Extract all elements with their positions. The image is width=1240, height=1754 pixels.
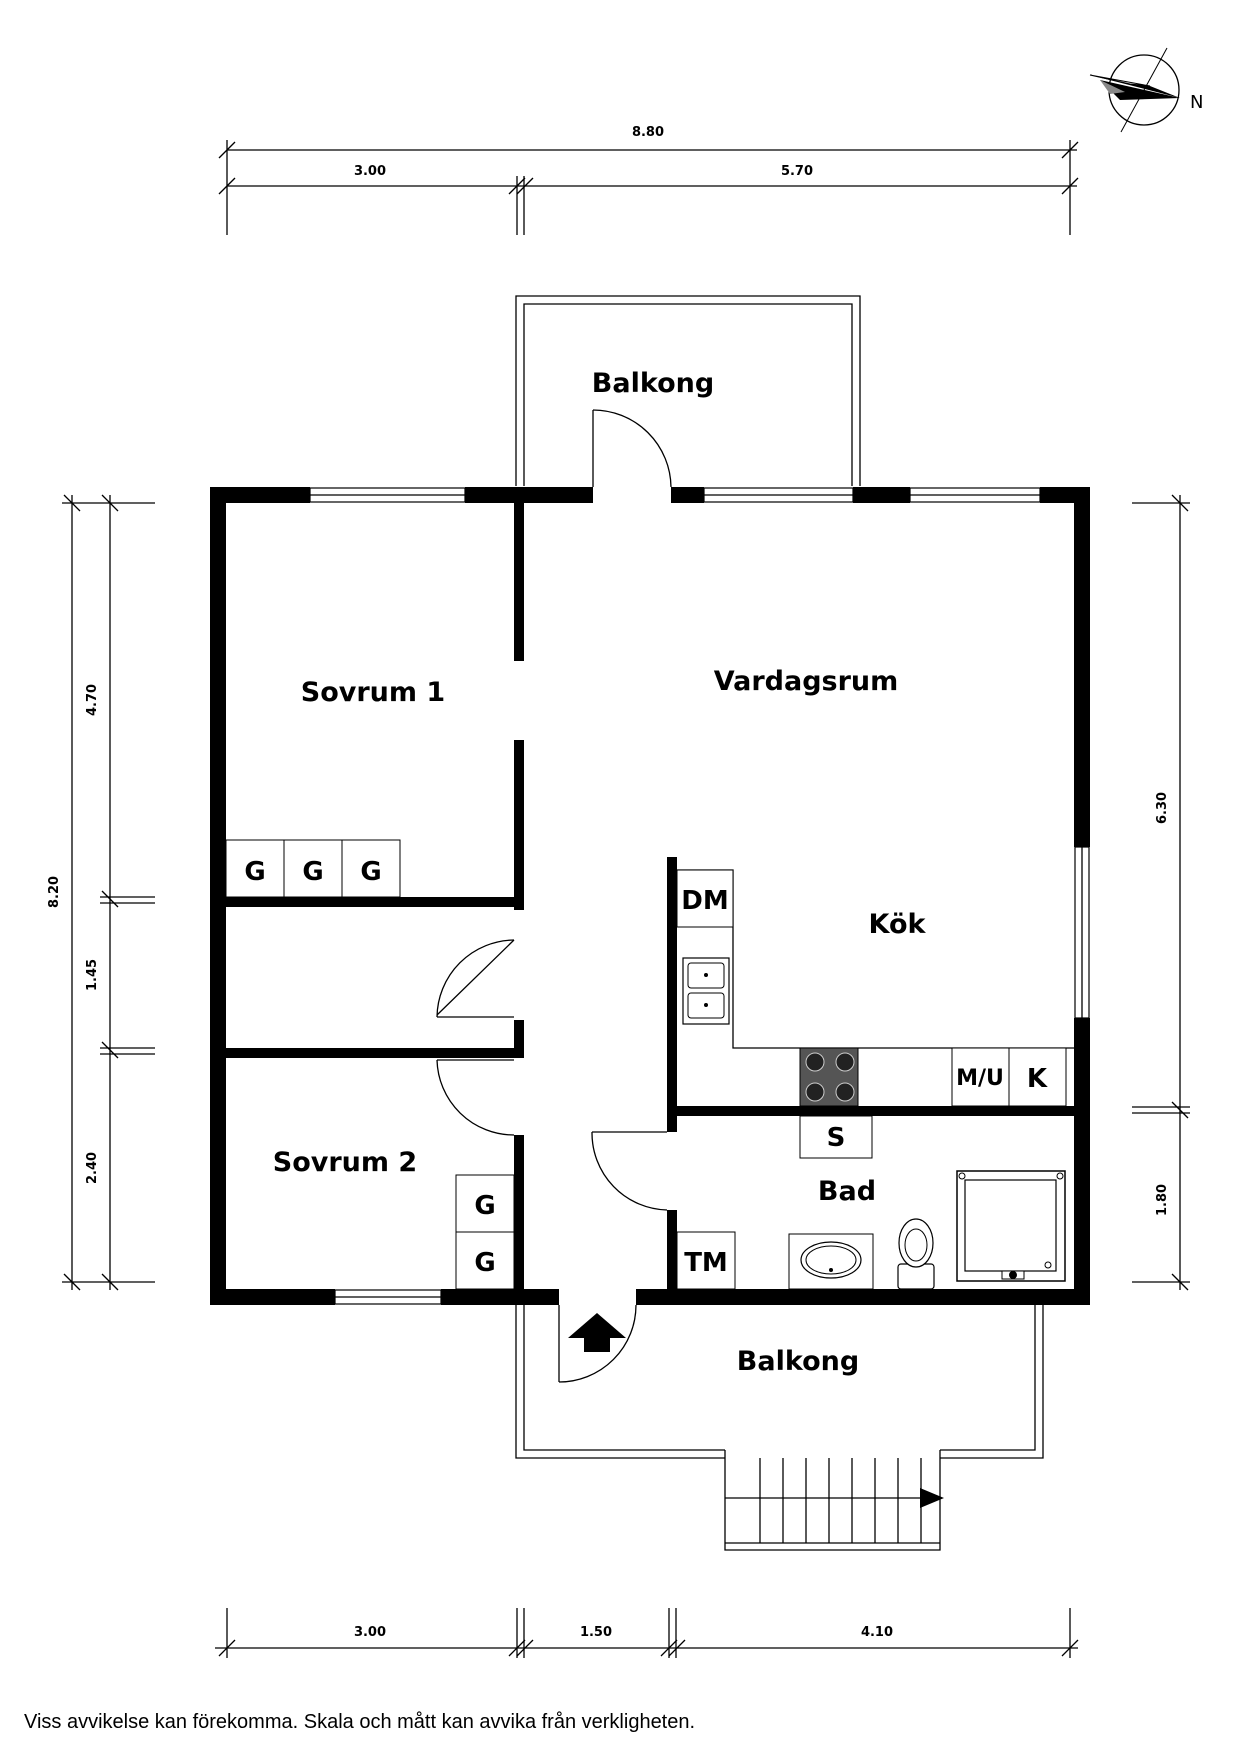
room-label-bedroom2: Sovrum 2 [273, 1147, 417, 1178]
microwave-label: M/U [956, 1066, 1004, 1091]
stove-icon [799, 1047, 859, 1107]
wardrobe-label: G [474, 1191, 495, 1221]
wardrobe-bedroom2: G G [455, 1174, 515, 1290]
washbasin-icon [788, 1233, 874, 1290]
dim-bottom-left: 3.00 [354, 1625, 386, 1640]
dim-top-right: 5.70 [781, 164, 813, 179]
disclaimer-text: Viss avvikelse kan förekomma. Skala och … [24, 1711, 696, 1733]
doors [436, 409, 672, 1383]
room-label-balcony-bottom: Balkong [737, 1346, 859, 1377]
dim-bottom-middle: 1.50 [580, 1625, 612, 1640]
kitchen-sink-icon [682, 957, 730, 1025]
stairs [725, 1458, 944, 1543]
room-label-kitchen: Kök [869, 909, 927, 940]
dishwasher-label: DM [681, 886, 728, 916]
room-label-living-room: Vardagsrum [714, 666, 899, 697]
bottom-dimensions: 3.00 1.50 4.10 [215, 1608, 1079, 1658]
windows [309, 487, 1090, 1305]
washer-label: TM [684, 1248, 728, 1278]
dim-top-left: 3.00 [354, 164, 386, 179]
left-dimensions: 8.20 4.70 1.45 2.40 [47, 494, 155, 1291]
right-dimensions: 6.30 1.80 [1132, 494, 1190, 1291]
top-balcony [515, 295, 861, 486]
entrance-arrow-icon [568, 1313, 626, 1352]
fridge-label: K [1027, 1064, 1048, 1094]
kitchen-counter: DM M/U K [676, 869, 1074, 1107]
dim-right-bottom: 1.80 [1155, 1184, 1170, 1216]
wardrobe-bedroom1: G G G [225, 839, 401, 898]
wardrobe-label: G [474, 1248, 495, 1278]
dim-top-total: 8.80 [632, 125, 664, 140]
bathroom-fixtures: S TM [676, 1115, 1066, 1290]
stair-arrow-icon [920, 1488, 944, 1508]
wardrobe-label: G [360, 857, 381, 887]
north-label: N [1190, 92, 1203, 113]
wardrobe-label: G [244, 857, 265, 887]
room-label-bedroom1: Sovrum 1 [301, 677, 445, 708]
cabinet-label: S [827, 1123, 846, 1153]
bottom-balcony [515, 1300, 1044, 1551]
dim-left-total: 8.20 [47, 876, 62, 908]
room-label-bathroom: Bad [818, 1176, 876, 1207]
top-dimensions: 8.80 3.00 5.70 [218, 125, 1079, 235]
dim-left-top: 4.70 [85, 684, 100, 716]
shower-icon [956, 1170, 1066, 1282]
room-label-balcony-top: Balkong [592, 368, 714, 399]
dim-right-top: 6.30 [1155, 792, 1170, 824]
dim-left-middle: 1.45 [85, 959, 100, 991]
wardrobe-label: G [302, 857, 323, 887]
compass-icon: N [1089, 47, 1203, 133]
toilet-icon [897, 1218, 935, 1290]
dim-left-bottom: 2.40 [85, 1152, 100, 1184]
walls [210, 487, 1090, 1305]
dim-bottom-right: 4.10 [861, 1625, 893, 1640]
